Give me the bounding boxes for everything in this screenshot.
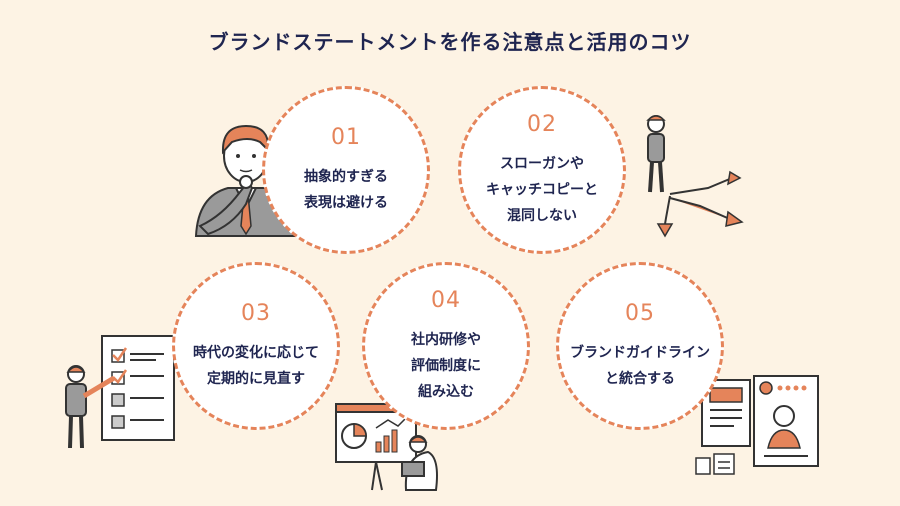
point-05-text-line-1: ブランドガイドライン bbox=[570, 344, 710, 361]
point-04-circle: 04 社内研修や 評価制度に 組み込む bbox=[362, 262, 530, 430]
point-03-text-line-2: 定期的に見直す bbox=[207, 370, 305, 387]
point-04-text-line-3: 組み込む bbox=[418, 383, 474, 400]
point-02-circle: 02 スローガンや キャッチコピーと 混同しない bbox=[458, 86, 626, 254]
point-04-text-line-1: 社内研修や bbox=[411, 331, 481, 348]
point-01-text-line-1: 抽象的すぎる bbox=[304, 168, 388, 185]
point-02-number: 02 bbox=[527, 111, 557, 137]
point-03-text-line-1: 時代の変化に応じて bbox=[193, 344, 319, 361]
point-01-number: 01 bbox=[331, 124, 361, 150]
point-05-text-line-2: と統合する bbox=[605, 370, 675, 387]
point-03-number: 03 bbox=[241, 300, 271, 326]
point-03-circle: 03 時代の変化に応じて 定期的に見直す bbox=[172, 262, 340, 430]
point-02-text-line-2: キャッチコピーと bbox=[486, 181, 598, 198]
guideline-documents-illustration bbox=[695, 375, 819, 475]
point-02-text-line-3: 混同しない bbox=[507, 207, 577, 224]
page-title: ブランドステートメントを作る注意点と活用のコツ bbox=[208, 30, 692, 54]
checklist-illustration bbox=[65, 335, 175, 449]
point-01-text-line-2: 表現は避ける bbox=[304, 194, 388, 211]
point-02-text-line-1: スローガンや bbox=[500, 155, 584, 172]
point-01-circle: 01 抽象的すぎる 表現は避ける bbox=[262, 86, 430, 254]
crossroads-illustration bbox=[646, 115, 744, 238]
point-04-number: 04 bbox=[431, 287, 461, 313]
point-05-number: 05 bbox=[625, 300, 655, 326]
point-04-text-line-2: 評価制度に bbox=[411, 357, 481, 374]
point-05-circle: 05 ブランドガイドライン と統合する bbox=[556, 262, 724, 430]
presentation-illustration bbox=[335, 403, 438, 491]
